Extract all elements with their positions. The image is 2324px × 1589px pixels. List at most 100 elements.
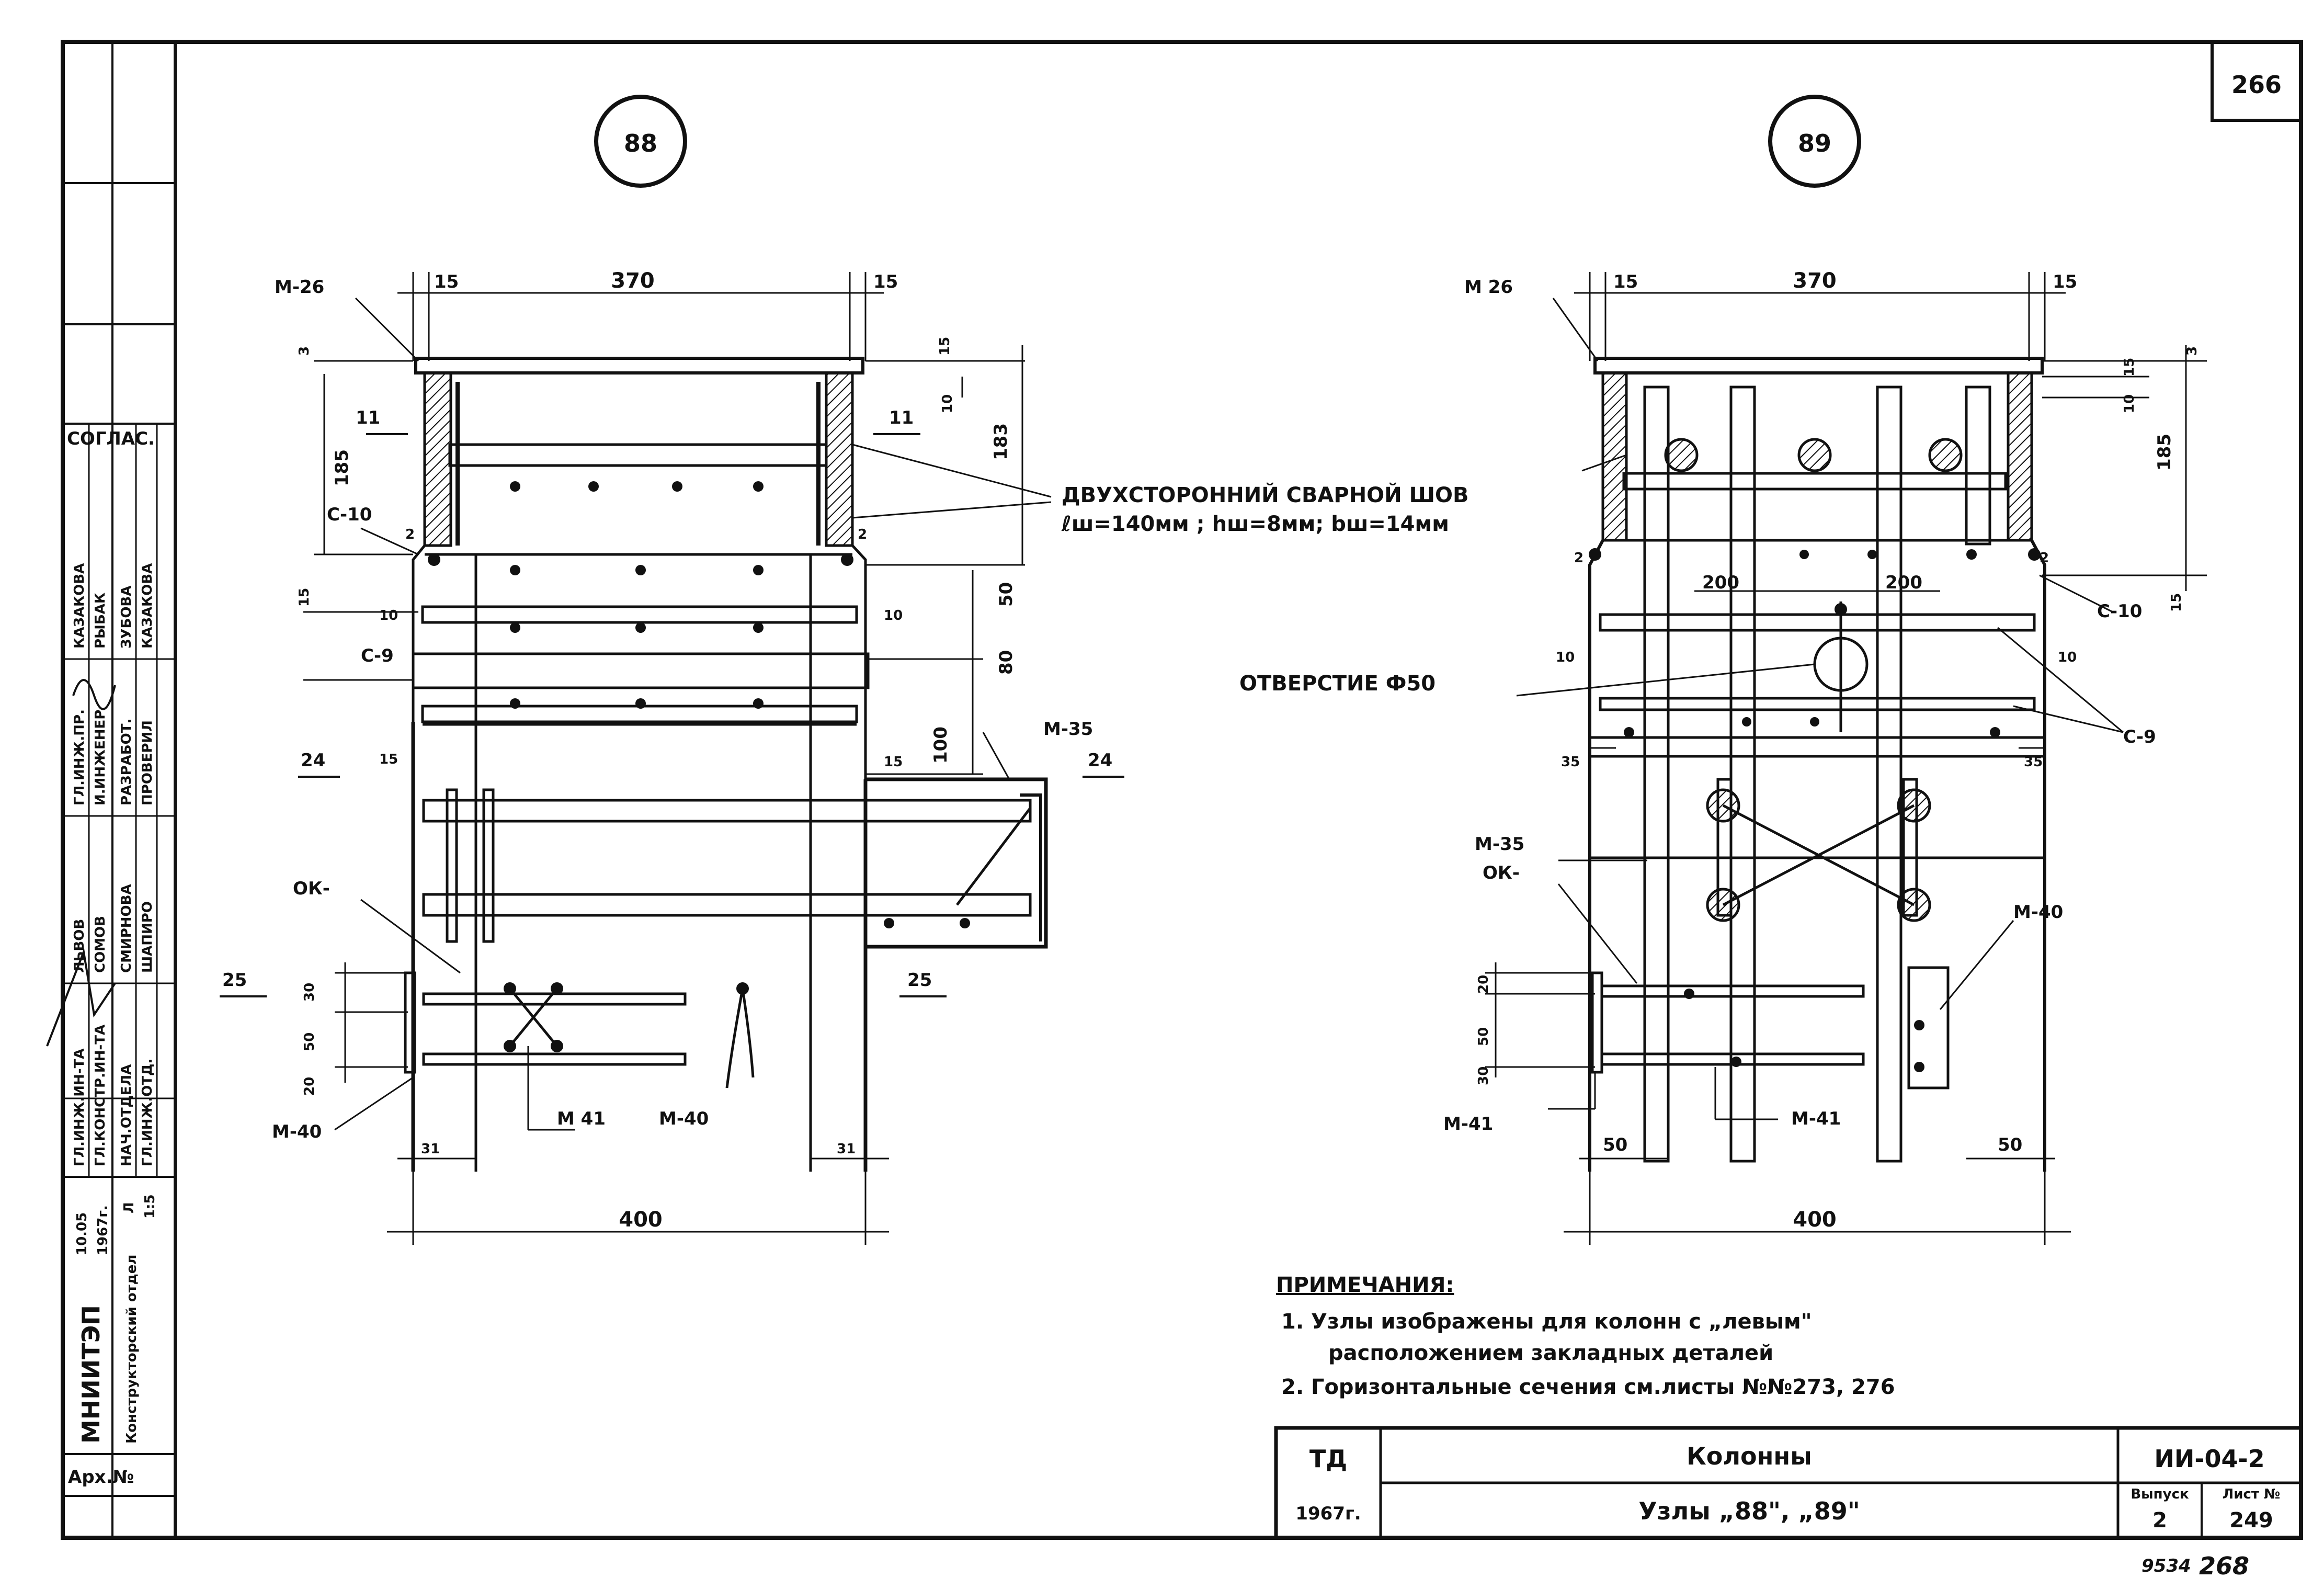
- node-88-section-25-left: 25: [222, 970, 247, 991]
- node-89-label-m35: М-35: [1475, 834, 1524, 855]
- node-88-dim-100: 100: [930, 727, 951, 764]
- node-88-dim-2-left: 2: [405, 527, 415, 542]
- node-88-mark-circle: [594, 95, 687, 188]
- title-year: 1967г.: [1295, 1503, 1361, 1524]
- title-org: ТД: [1309, 1445, 1347, 1473]
- stamp-role-3: ГЛ.ИНЖ.ОТД.: [140, 1059, 155, 1166]
- weld-note-line2: ℓш=140мм ; hш=8мм; bш=14мм: [1061, 512, 1449, 536]
- node-89-label-m41-mid: М-41: [1791, 1108, 1841, 1129]
- sheet-corner-number: 266: [2231, 71, 2282, 99]
- node-88-section-11-left: 11: [356, 407, 380, 428]
- node-89-label-m41-left: М-41: [1443, 1114, 1493, 1134]
- node-88-dim-30: 30: [302, 983, 317, 1002]
- title-series: ИИ-04-2: [2154, 1445, 2264, 1473]
- node-88-dim-10-top: 10: [940, 394, 955, 413]
- node-88-dim-15-top: 15: [937, 337, 953, 356]
- stamp-name-4: КАЗАКОВА: [72, 563, 87, 649]
- stamp-name-5: РЫБАК: [93, 593, 108, 649]
- node-89-label-m26: М 26: [1464, 277, 1513, 298]
- node-89-dim-15-right: 15: [2053, 271, 2077, 292]
- node-89-dim-200-b: 200: [1885, 572, 1922, 593]
- node-89-drawing: [1485, 95, 2207, 1245]
- node-89-dim-185: 185: [2154, 434, 2175, 471]
- node-88-label-c10: С-10: [327, 504, 372, 525]
- stamp-arch: Арх.№: [68, 1467, 134, 1488]
- stamp-role-1: ГЛ.КОНСТР.ИН-ТА: [93, 1025, 108, 1166]
- node-88-dim-15-low-right: 15: [884, 754, 903, 770]
- stamp-agreed: СОГЛАС.: [67, 428, 155, 449]
- node-88-dim-400: 400: [619, 1208, 663, 1232]
- stamp-role-6: РАЗРАБОТ.: [119, 719, 134, 805]
- stamp-scale: 1:5: [142, 1194, 158, 1219]
- stamp-role-5: И.ИНЖЕНЕР: [93, 710, 108, 805]
- node-89-dim-35-right: 35: [2024, 754, 2043, 770]
- node-89-dim-50: 50: [1476, 1027, 1491, 1046]
- stamp-column: СОГЛАС. ГЛ.ИНЖ.ИН-ТА ГЛ.КОНСТР.ИН-ТА НАЧ…: [46, 40, 177, 1539]
- title-sheet: 249: [2229, 1508, 2273, 1533]
- node-89-dim-3: 3: [2184, 346, 2200, 356]
- stamp-role-0: ГЛ.ИНЖ.ИН-ТА: [72, 1049, 87, 1166]
- signature-mark: [72, 679, 116, 710]
- node-89-label-c9: С-9: [2123, 727, 2156, 747]
- node-89-label-hole: ОТВЕРСТИЕ Ф50: [1239, 672, 1436, 696]
- node-89-dim-15-top: 15: [2122, 358, 2137, 377]
- node-89-label-m40: М-40: [2013, 902, 2063, 923]
- node-89-dim-200-a: 200: [1702, 572, 1739, 593]
- stamp-year: 1967г.: [95, 1205, 111, 1255]
- sheet-corner-box: [2211, 40, 2303, 122]
- stamp-name-3: ШАПИРО: [140, 901, 155, 973]
- notes-line3: 2. Горизонтальные сечения см.листы №№273…: [1281, 1375, 1895, 1399]
- node-88-dim-10-a: 10: [379, 608, 398, 623]
- node-88-top-plate: [414, 357, 864, 374]
- stamp-role-4: ГЛ.ИНЖ.ПР.: [72, 709, 87, 805]
- node-88-section-24-left: 24: [301, 750, 325, 771]
- node-89-dim-20: 20: [1476, 975, 1491, 994]
- node-88-label-m26: М-26: [275, 277, 324, 298]
- node-88-dim-31-right: 31: [837, 1141, 856, 1157]
- footer-page: 268: [2199, 1552, 2249, 1580]
- stamp-sheet-l: Л: [121, 1202, 137, 1213]
- title-name: Колонны: [1687, 1442, 1812, 1470]
- node-89-dim-370: 370: [1793, 269, 1837, 293]
- node-89-mark: 89: [1798, 129, 1831, 157]
- stamp-role-2: НАЧ.ОТДЕЛА: [119, 1064, 134, 1166]
- stamp-name-1: СОМОВ: [93, 916, 108, 973]
- node-89-dim-50-left: 50: [1603, 1134, 1627, 1155]
- notes-line2: расположением закладных деталей: [1328, 1341, 1773, 1365]
- node-89-dim-35-left: 35: [1561, 754, 1580, 770]
- node-89-dim-10-right: 10: [2058, 650, 2077, 665]
- node-89-label-c10: С-10: [2097, 601, 2142, 622]
- node-88-label-m40-left: М-40: [272, 1121, 322, 1142]
- node-89-dim-50-right: 50: [1998, 1134, 2022, 1155]
- title-sheet-label: Лист №: [2223, 1486, 2281, 1502]
- stamp-institute: МНИИТЭП: [77, 1305, 105, 1444]
- title-subject: Узлы „88", „89": [1638, 1497, 1860, 1525]
- node-89-dim-15-mid: 15: [2169, 593, 2184, 612]
- stamp-name-6: ЗУБОВА: [119, 586, 134, 649]
- node-88-dim-15-right: 15: [873, 271, 898, 292]
- node-88-label-c9: С-9: [361, 645, 394, 666]
- node-88-dim-50-low: 50: [302, 1032, 317, 1051]
- node-88-label-m41: М 41: [557, 1108, 606, 1129]
- node-88-label-ok: ОК-: [293, 878, 330, 899]
- node-89-label-ok: ОК-: [1483, 862, 1520, 883]
- node-89-top-plate: [1593, 357, 2044, 374]
- node-88-section-24-right: 24: [1088, 750, 1112, 771]
- node-88-drawing: [220, 95, 1124, 1245]
- node-88-dim-20: 20: [302, 1077, 317, 1096]
- node-88-mark: 88: [624, 129, 657, 157]
- node-89-mark-circle: [1768, 95, 1861, 188]
- node-89-dim-10-left: 10: [1556, 650, 1575, 665]
- stamp-dept: Конструкторский отдел: [124, 1255, 140, 1444]
- node-89-dim-2-left: 2: [1574, 550, 1583, 566]
- title-issue: 2: [2152, 1508, 2167, 1533]
- node-89-dim-400: 400: [1793, 1208, 1837, 1232]
- node-88-dim-80: 80: [996, 650, 1017, 675]
- node-89-dim-2-right: 2: [2040, 550, 2049, 566]
- node-88-label-m40-mid: М-40: [659, 1108, 709, 1129]
- node-89-dim-15-left: 15: [1613, 271, 1638, 292]
- signature-mark: [46, 948, 116, 1047]
- node-88-section-11-right: 11: [889, 407, 914, 428]
- node-88-dim-3: 3: [297, 346, 312, 356]
